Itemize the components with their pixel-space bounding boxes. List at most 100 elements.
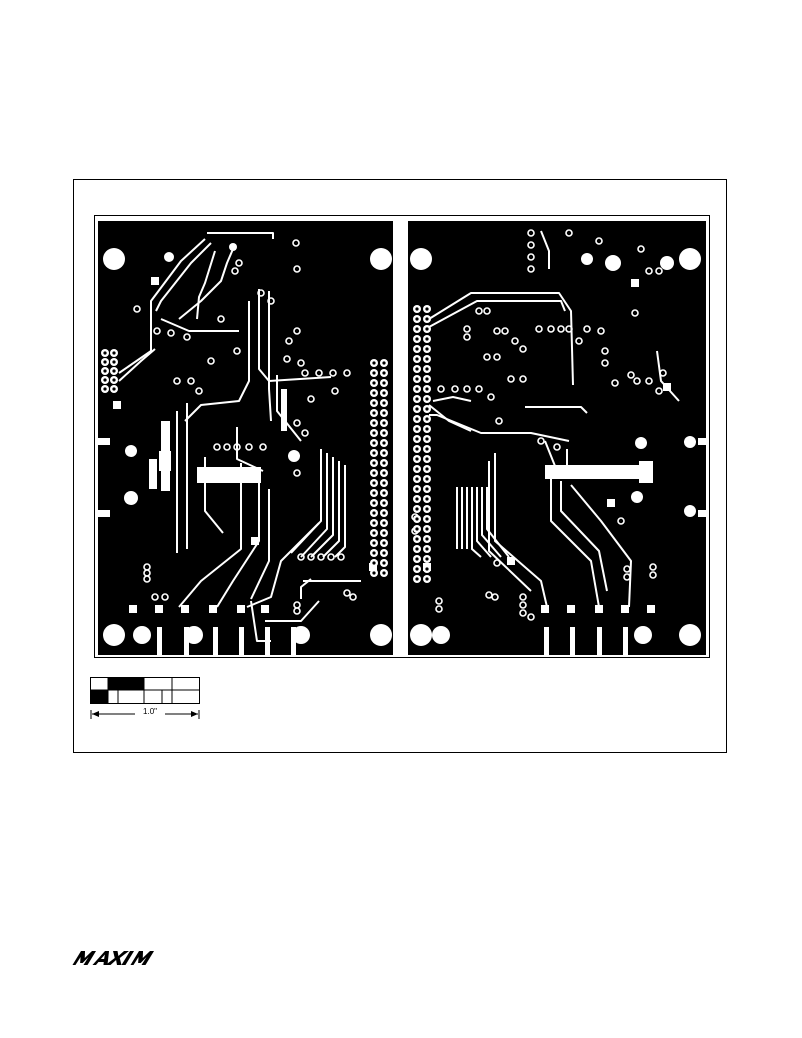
via [535, 325, 543, 333]
pin-drill [415, 477, 419, 481]
via [617, 517, 625, 525]
via [195, 387, 203, 395]
via [257, 289, 265, 297]
via [245, 443, 253, 451]
via [337, 553, 345, 561]
via [307, 553, 315, 561]
via [493, 559, 501, 567]
via [483, 353, 491, 361]
pin-drill [382, 521, 386, 525]
vias [133, 229, 667, 621]
pin-drill [425, 567, 429, 571]
pin-drill [425, 497, 429, 501]
pin-drill [382, 451, 386, 455]
via [187, 377, 195, 385]
pin-drill [425, 317, 429, 321]
via [495, 417, 503, 425]
via [315, 369, 323, 377]
pin-drill [112, 387, 116, 391]
pin-drill [415, 317, 419, 321]
scale-label: 1.0" [135, 707, 165, 717]
pcb-layout-drawing [98, 221, 709, 655]
via [307, 395, 315, 403]
via [553, 443, 561, 451]
mounting-holes [103, 243, 701, 646]
pin-drill [382, 431, 386, 435]
via [297, 359, 305, 367]
pin-drill [425, 467, 429, 471]
via [565, 325, 573, 333]
via [451, 385, 459, 393]
via [655, 387, 663, 395]
via [649, 563, 657, 571]
pin-drill [372, 561, 376, 565]
pin-rows [101, 305, 431, 583]
pin-drill [425, 477, 429, 481]
copper-pours [149, 389, 653, 491]
pin-drill [415, 447, 419, 451]
via [143, 575, 151, 583]
via [601, 359, 609, 367]
pin-drill [382, 571, 386, 575]
pin-drill [415, 547, 419, 551]
pin-drill [382, 461, 386, 465]
pin-drill [425, 387, 429, 391]
pin-drill [415, 327, 419, 331]
via [349, 593, 357, 601]
pin-drill [382, 471, 386, 475]
via [223, 443, 231, 451]
pin-drill [425, 357, 429, 361]
square-pads [113, 277, 671, 613]
via [267, 297, 275, 305]
via [233, 443, 241, 451]
pin-drill [382, 371, 386, 375]
pin-drill [415, 527, 419, 531]
pin-drill [382, 481, 386, 485]
pin-drill [425, 397, 429, 401]
via [491, 593, 499, 601]
via [161, 593, 169, 601]
via [293, 607, 301, 615]
pin-drill [382, 561, 386, 565]
pin-drill [382, 491, 386, 495]
via [519, 375, 527, 383]
maxim-logo [72, 951, 155, 965]
via [475, 385, 483, 393]
pin-drill [425, 347, 429, 351]
pin-drill [372, 371, 376, 375]
via [507, 375, 515, 383]
via [519, 601, 527, 609]
pin-drill [382, 531, 386, 535]
pin-drill [103, 360, 107, 364]
pin-drill [372, 551, 376, 555]
pin-drill [425, 487, 429, 491]
via [293, 469, 301, 477]
pin-drill [415, 507, 419, 511]
pin-drill [372, 441, 376, 445]
via [233, 347, 241, 355]
via [207, 357, 215, 365]
pin-drill [425, 417, 429, 421]
via [343, 369, 351, 377]
via [527, 229, 535, 237]
via [235, 259, 243, 267]
pin-drill [382, 401, 386, 405]
pin-drill [372, 361, 376, 365]
pin-drill [372, 421, 376, 425]
scale-bar [90, 677, 200, 719]
pin-drill [425, 437, 429, 441]
via [623, 573, 631, 581]
pin-drill [382, 511, 386, 515]
pin-drill [415, 577, 419, 581]
pin-drill [425, 517, 429, 521]
via [463, 333, 471, 341]
via [493, 327, 501, 335]
pin-drill [103, 378, 107, 382]
edge-notches [98, 438, 709, 517]
pin-drill [112, 369, 116, 373]
pin-drill [372, 401, 376, 405]
via [343, 589, 351, 597]
pin-drill [415, 467, 419, 471]
via [435, 597, 443, 605]
via [527, 241, 535, 249]
